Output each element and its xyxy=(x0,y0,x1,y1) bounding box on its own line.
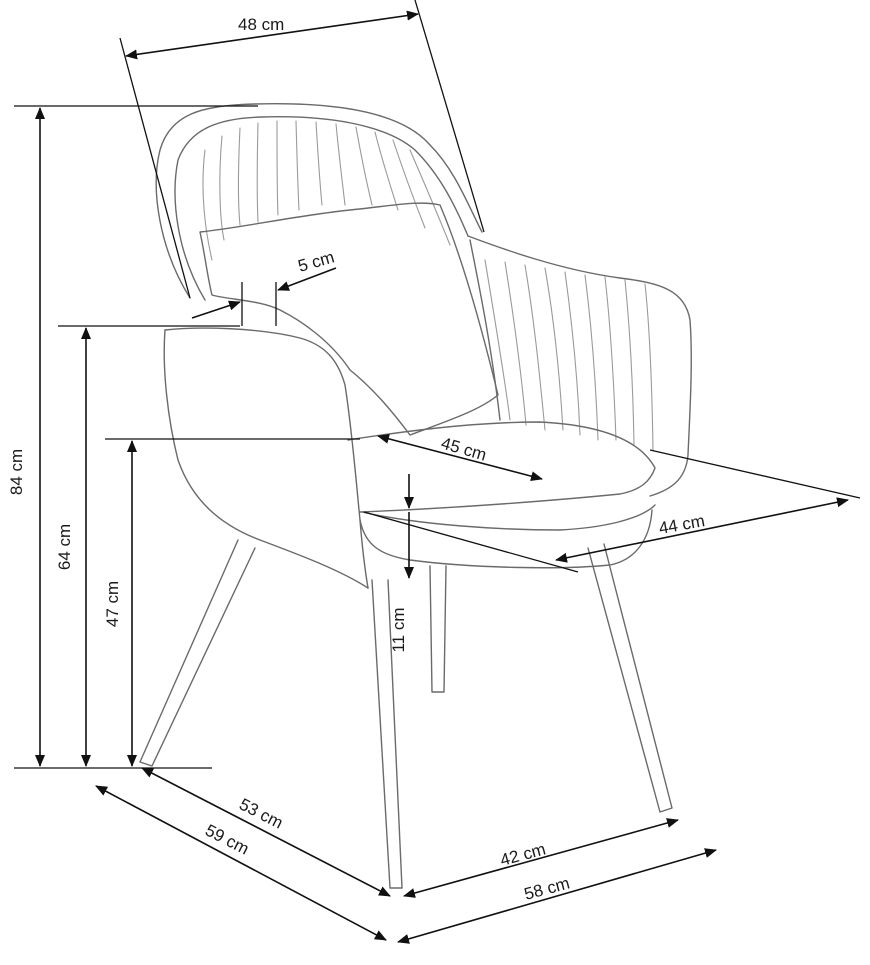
label-seat-width: 44 cm xyxy=(657,511,706,538)
label-total-depth: 59 cm xyxy=(202,821,252,859)
right-armrest-inner xyxy=(469,239,501,421)
dimension-lines xyxy=(35,10,849,944)
front-right-leg xyxy=(371,579,403,889)
backrest-inner-edge xyxy=(174,116,469,301)
dim-line-48 xyxy=(125,10,419,60)
label-leg-depth: 53 cm xyxy=(236,795,286,833)
front-left-leg xyxy=(139,539,256,767)
backrest-channels xyxy=(202,120,451,261)
dim-line-45 xyxy=(377,433,543,482)
label-cushion-thickness: 5 cm xyxy=(296,247,337,275)
pillow xyxy=(199,202,499,436)
label-seat-height: 47 cm xyxy=(103,581,122,627)
label-total-height: 84 cm xyxy=(7,449,26,495)
dim-line-59 xyxy=(95,785,387,941)
right-armrest xyxy=(467,235,692,497)
back-right-leg xyxy=(587,543,673,813)
label-seat-depth: 45 cm xyxy=(439,434,489,465)
backrest-shell xyxy=(155,103,483,299)
dim-line-5b xyxy=(277,267,337,291)
label-armrest-height: 64 cm xyxy=(55,524,74,570)
armrest-channels xyxy=(484,259,654,451)
dimension-labels: 48 cm 84 cm 64 cm 47 cm 5 cm 45 cm 44 cm… xyxy=(7,15,706,904)
seat-front-edge xyxy=(361,504,656,531)
left-armrest xyxy=(164,327,369,589)
left-armrest-front xyxy=(163,329,369,589)
label-seat-thickness: 11 cm xyxy=(389,607,408,652)
dim-line-44 xyxy=(555,497,849,563)
extension-lines xyxy=(14,0,861,769)
dim-line-58 xyxy=(397,848,717,944)
label-top-width: 48 cm xyxy=(238,15,284,34)
dim-line-5 xyxy=(191,300,241,319)
label-leg-width: 42 cm xyxy=(498,840,548,870)
chair-drawing xyxy=(139,103,692,889)
seat-cushion xyxy=(347,421,656,513)
back-left-leg xyxy=(429,565,447,693)
